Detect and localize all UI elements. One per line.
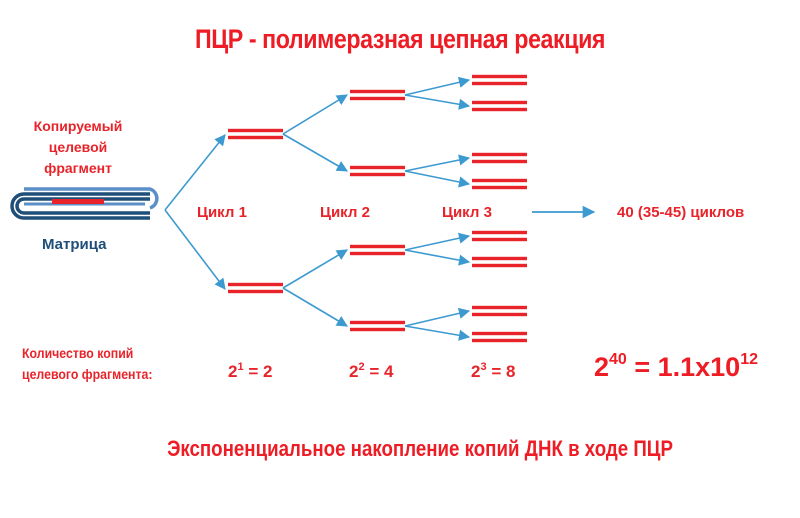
dna-copy-c2-3-strand-bottom	[350, 251, 405, 256]
dna-copy-c3-6-strand-bottom	[472, 263, 527, 268]
arrow-c2-2-to-c3-3	[404, 154, 471, 172]
dna-copy-c3-5-strand-top	[472, 230, 527, 235]
final-power-formula: 240 = 1.1x1012	[594, 352, 758, 383]
arrow-c2-1-to-c3-1	[404, 76, 471, 96]
power-2-base: 2	[349, 362, 359, 381]
target-fragment-marker	[52, 199, 104, 204]
dna-copy-c3-6-strand-top	[472, 256, 527, 261]
power-cycle-2: 22 = 4	[349, 362, 393, 382]
arrow-c2-4-to-c3-8	[404, 325, 471, 341]
dna-copy-c3-4-strand-bottom	[472, 185, 527, 190]
dna-copy-c3-5-strand-bottom	[472, 237, 527, 242]
copies-count-label: Количество копий целевого фрагмента:	[22, 343, 152, 385]
fragment-label-line-1: Копируемый	[33, 118, 123, 134]
final-cycles-label: 40 (35-45) циклов	[617, 204, 745, 221]
arrow-c1-2-to-c2-4	[282, 287, 348, 327]
cycle-label-1: Цикл 1	[197, 204, 247, 221]
dna-copy-c2-4-strand-top	[350, 320, 405, 325]
final-power-exp2: 12	[740, 351, 758, 368]
dna-copy-c2-3-strand-top	[350, 244, 405, 249]
final-power-mid: = 1.1x10	[626, 352, 741, 382]
arrow-c1-1-to-c2-2	[282, 133, 348, 172]
copies-label-line-1: Количество копий	[22, 345, 134, 361]
power-cycle-3: 23 = 8	[471, 362, 515, 382]
arrow-c1-1-to-c2-1	[282, 94, 348, 135]
copies-label-line-2: целевого фрагмента:	[22, 366, 153, 382]
dna-copy-c1-2-strand-bottom	[228, 289, 283, 294]
power-1-base: 2	[228, 362, 238, 381]
arrow-template-to-c1-1	[164, 134, 226, 211]
cycle-label-3: Цикл 3	[442, 204, 492, 221]
arrow-c2-1-to-c3-2	[404, 94, 471, 110]
dna-copy-c1-1-strand-top	[228, 128, 283, 133]
power-2-exp: 2	[358, 361, 365, 373]
dna-copy-c1-2-strand-top	[228, 282, 283, 287]
fragment-label-line-2: целевой	[48, 139, 108, 155]
dna-copy-c3-4-strand-top	[472, 178, 527, 183]
power-3-result: = 8	[486, 362, 516, 381]
dna-copy-c3-2-strand-bottom	[472, 107, 527, 112]
dna-copy-c2-1-strand-top	[350, 89, 405, 94]
matrix-label: Матрица	[42, 236, 107, 253]
amplification-tree	[164, 74, 527, 343]
dna-copy-c3-7-strand-bottom	[472, 312, 527, 317]
fragment-label: Копируемый целевой фрагмент	[8, 116, 148, 179]
dna-copy-c3-7-strand-top	[472, 305, 527, 310]
dna-copy-c3-1-strand-top	[472, 74, 527, 79]
dna-copy-c2-1-strand-bottom	[350, 96, 405, 101]
dna-copy-c3-8-strand-top	[472, 331, 527, 336]
arrow-c1-2-to-c2-3	[282, 249, 348, 289]
dna-copy-c3-3-strand-bottom	[472, 159, 527, 164]
page-title: ПЦР - полимеразная цепная реакция	[194, 24, 606, 54]
dna-copy-c3-3-strand-top	[472, 152, 527, 157]
dna-copy-c2-4-strand-bottom	[350, 327, 405, 332]
power-3-exp: 3	[480, 361, 487, 373]
fragment-label-line-3: фрагмент	[44, 160, 112, 176]
arrow-c2-3-to-c3-5	[404, 232, 471, 251]
arrow-c2-2-to-c3-4	[404, 170, 471, 188]
dna-copy-c3-8-strand-bottom	[472, 338, 527, 343]
dna-copy-c2-2-strand-bottom	[350, 172, 405, 177]
arrow-c2-4-to-c3-7	[404, 307, 471, 327]
arrow-template-to-c1-2	[164, 209, 226, 290]
dna-copy-c3-2-strand-top	[472, 100, 527, 105]
template-dna-icon	[10, 187, 159, 220]
dna-copy-c2-2-strand-top	[350, 165, 405, 170]
power-2-result: = 4	[364, 362, 394, 381]
power-1-exp: 1	[237, 361, 244, 373]
arrow-c2-3-to-c3-6	[404, 249, 471, 266]
dna-copy-c3-1-strand-bottom	[472, 81, 527, 86]
final-power-exp: 40	[609, 351, 627, 368]
final-power-base: 2	[594, 352, 610, 382]
footer-caption: Экспоненциальное накопление копий ДНК в …	[167, 436, 673, 461]
power-1-result: = 2	[243, 362, 273, 381]
power-cycle-1: 21 = 2	[228, 362, 272, 382]
cycle-label-2: Цикл 2	[320, 204, 370, 221]
power-3-base: 2	[471, 362, 481, 381]
dna-copy-c1-1-strand-bottom	[228, 135, 283, 140]
